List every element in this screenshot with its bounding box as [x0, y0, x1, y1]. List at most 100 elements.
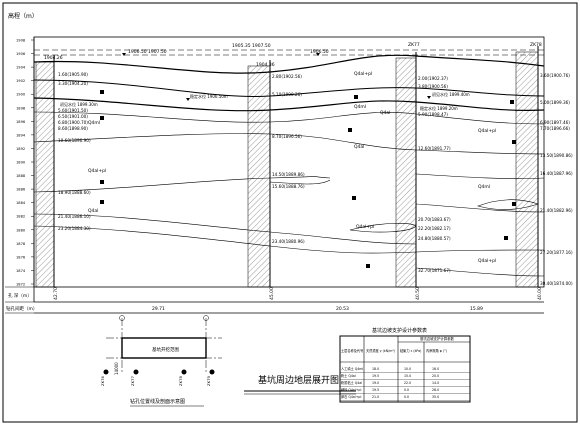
borehole-tag-6: 1904.26 [44, 55, 63, 61]
layer-label: 3.30(1904.20) [58, 81, 88, 86]
borehole-plan-sketch: 基坑开挖范围 14000 ZK76 ZK77 ZK78 ZK79 钻孔位置线及剖… [100, 315, 222, 407]
elevation-tick-label: 1880 [16, 228, 26, 232]
layer-label: 14.50(1889.86) [272, 172, 305, 177]
elevation-tick-label: 1904 [16, 66, 26, 70]
borehole-column-4 [515, 51, 539, 288]
borehole-tag-2: 1905.35 1907.50 [232, 43, 271, 49]
elevation-tick-label: 1894 [16, 133, 26, 137]
soil-codes: Q4ml Q4al+pl Q4al Q4al+pl Q4ml Q4al Q4al… [88, 71, 496, 264]
spacing-value: 15.89 [470, 306, 483, 312]
borehole-tag-3: 1906.50 [310, 49, 329, 55]
plan-legend-item: ZK77 [130, 375, 135, 386]
layer-label: 13.50(1890.86) [540, 153, 573, 158]
water-label-4: 稳定水位 1899.20m [420, 105, 458, 111]
layer-label: 2.80(1902.56) [272, 74, 302, 79]
borehole-tags: 1906.50 1907.50 1905.35 1907.50 1906.50 … [44, 42, 542, 68]
spacing-values: 29.71 20.53 15.89 [152, 306, 483, 312]
table-cell: 18.0 [372, 367, 379, 371]
spacing-value: 20.53 [336, 306, 349, 312]
table-cell: 19.0 [372, 381, 379, 385]
table-cell: 22.0 [404, 381, 411, 385]
borehole-tag-5: ZK78 [530, 42, 542, 48]
table-cell: 细砂 Q4al+pl [341, 387, 361, 392]
soil-code: Q4ml [354, 104, 366, 110]
excavation-box [121, 337, 207, 359]
water-label-2: 初见水位 1899.30m [60, 101, 98, 107]
borehole-tag-7: 1904.36 [256, 62, 275, 68]
layer-label: 30.40(1874.00) [540, 281, 573, 286]
table-header: 粘聚力 c (kPa) [400, 348, 421, 353]
borehole-marker-icon [181, 369, 187, 375]
elevation-tick-label: 1878 [16, 242, 26, 246]
parameter-table: 基坑边坡支护设计参数表 基坑边坡支护计算参数 土层名称及代号 天然重度 γ (k… [339, 327, 471, 403]
table-cell: 28.0 [432, 388, 439, 392]
main-title: 基坑周边地层展开图 [258, 374, 339, 386]
soil-code: Q4al+pl [356, 224, 374, 230]
elevation-tick-label: 1888 [16, 174, 26, 178]
layer-label: 8.70(1896.56) [272, 134, 302, 139]
elevation-ticks: 1908190619041902190018981896189418921890… [16, 39, 34, 287]
depth-value: 45.00 [269, 287, 275, 300]
layer-label: 6.90(1897.46) [540, 120, 570, 125]
borehole-marker-icon [103, 369, 109, 375]
layer-label: 21.40(1882.96) [540, 208, 573, 213]
excavation-box-label: 基坑开挖范围 [152, 346, 179, 353]
layer-label: 22.20(1882.17) [418, 226, 451, 231]
layer-label: 23.40(1880.96) [272, 239, 305, 244]
borehole-tag-4: ZK77 [408, 42, 420, 48]
soil-code: Q4ml [88, 120, 100, 126]
water-level-markers: 稳定水位 1906.50m 初见水位 1899.30m 初见水位 1899.40… [60, 53, 470, 111]
table-cell: 人工填土 Q4ml [341, 366, 363, 371]
layer-label: 3.80(1900.56) [418, 84, 448, 89]
y-axis-title: 高程（m） [8, 12, 38, 20]
borehole-marker-icon [209, 369, 215, 375]
layer-label: 23.20(1884.30) [58, 226, 91, 231]
table-cell: 卵石 Q4al+pl [341, 394, 361, 399]
layer-depth-labels: 1.60(1905.90) 3.30(1904.20) 5.60(1901.50… [58, 72, 573, 286]
elevation-tick-label: 1908 [16, 39, 26, 43]
layer-label: 5.10(1900.26) [272, 92, 302, 97]
soil-code: Q4al+pl [88, 168, 106, 174]
water-level-icon [427, 96, 431, 99]
table-cell: 14.0 [432, 381, 439, 385]
soil-code: Q4al+pl [354, 71, 372, 77]
soil-code: Q4al [88, 208, 98, 214]
table-cell: 19.5 [372, 374, 379, 378]
borehole-column-1 [35, 61, 55, 288]
borehole-tag-1: 1906.50 1907.50 [128, 49, 167, 55]
layer-label: 5.90(1898.47) [418, 112, 448, 117]
elevation-tick-label: 1902 [16, 79, 25, 83]
table-cell: 0.0 [404, 388, 409, 392]
table-cell: 0.0 [404, 395, 409, 399]
table-header: 土层名称及代号 [341, 348, 363, 353]
layer-label: 5.00(1899.36) [540, 100, 570, 105]
layer-label: 18.90(1888.60) [58, 190, 91, 195]
layer-label: 20.70(1883.67) [418, 217, 451, 222]
layer-label: 3.60(1900.76) [540, 73, 570, 78]
layer-label: 8.60(1898.90) [58, 126, 88, 131]
layer-label: 15.60(1888.76) [272, 184, 305, 189]
water-level-icon [122, 53, 126, 56]
depth-value: 42.70 [53, 287, 59, 300]
layer-label: 1.60(1905.90) [58, 72, 88, 77]
borehole-marker-icon [133, 369, 139, 375]
table-header: 内摩擦角 φ (°) [426, 348, 447, 353]
plan-legend-item: ZK79 [206, 375, 211, 386]
layer-label: 7.70(1896.66) [540, 126, 570, 131]
layer-label: 6.50(1901.00) [58, 114, 88, 119]
table-group-header: 基坑边坡支护计算参数 [420, 336, 455, 341]
elevation-tick-label: 1882 [16, 215, 25, 219]
water-level-icon [316, 53, 320, 56]
water-label-3: 初见水位 1899.40m [432, 91, 470, 97]
table-cell: 35.0 [432, 395, 439, 399]
elevation-tick-label: 1890 [16, 161, 26, 165]
elevation-tick-label: 1886 [16, 188, 26, 192]
depth-values: 42.70 45.00 40.50 40.00 [53, 287, 543, 300]
elevation-tick-label: 1874 [16, 269, 26, 273]
layer-label: 2.00(1902.37) [418, 76, 448, 81]
soil-code: Q4al [380, 110, 390, 116]
table-cell: 21.0 [372, 395, 379, 399]
layer-label: 27.20(1877.16) [540, 250, 573, 255]
borehole-column-2 [247, 65, 271, 288]
elevation-tick-label: 1892 [16, 147, 25, 151]
